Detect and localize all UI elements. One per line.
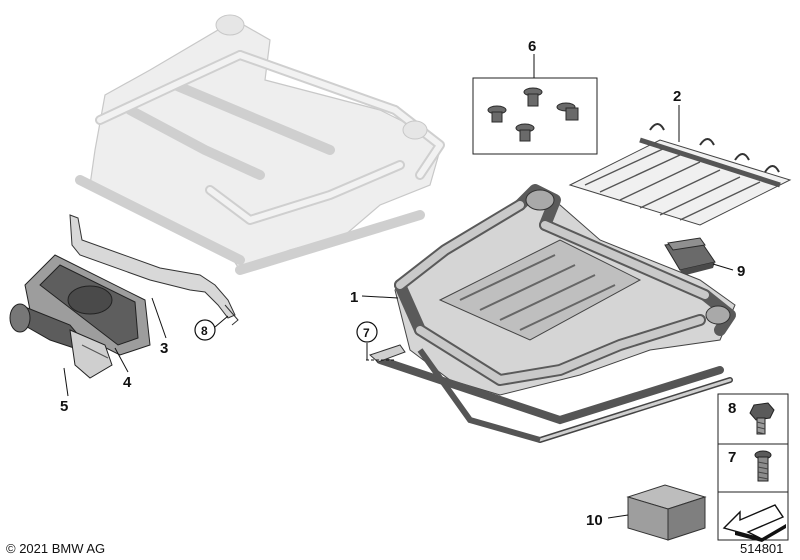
diagram-number: 514801	[740, 541, 783, 556]
part-7-screw-location	[369, 344, 406, 363]
part-6-clip-set	[472, 77, 598, 155]
clip	[556, 102, 579, 121]
callouts: 1 2 3 4 5 6 9 10 7 8	[60, 38, 745, 529]
legend-box: 8 7	[717, 393, 789, 542]
callout-4: 4	[123, 374, 132, 391]
callout-7-circle: 7	[356, 321, 378, 343]
callout-8: 8	[201, 324, 208, 338]
clip	[487, 105, 507, 123]
part-3-bracket	[69, 214, 239, 326]
clip	[515, 123, 535, 142]
callout-8-circle: 8	[194, 319, 216, 341]
part-4-cover	[24, 254, 151, 356]
callout-7: 7	[363, 326, 370, 340]
callout-2: 2	[673, 88, 681, 105]
part-9-module	[664, 237, 716, 276]
copyright-text: © 2021 BMW AG	[6, 541, 105, 556]
arrow-icon	[722, 504, 786, 542]
leader-lines	[63, 54, 734, 519]
legend-label-7: 7	[728, 449, 736, 466]
clip	[523, 87, 543, 107]
legend-cell-arrow	[717, 491, 789, 541]
callout-5: 5	[60, 398, 68, 415]
screw-8-icon	[749, 402, 775, 435]
part-5-cylinder	[9, 303, 113, 379]
part-2-spring-mat	[568, 123, 792, 226]
legend-label-8: 8	[728, 400, 736, 417]
callout-9: 9	[737, 263, 745, 280]
ghost-seat-frame	[75, 14, 445, 275]
part-6-frame	[472, 77, 598, 155]
screw-7-icon	[754, 450, 772, 482]
part-1-seat-frame	[376, 184, 736, 443]
callout-6: 6	[528, 38, 536, 55]
part-10-package	[626, 484, 707, 541]
callout-10: 10	[586, 512, 603, 529]
callout-1: 1	[350, 289, 358, 306]
callout-3: 3	[160, 340, 168, 357]
